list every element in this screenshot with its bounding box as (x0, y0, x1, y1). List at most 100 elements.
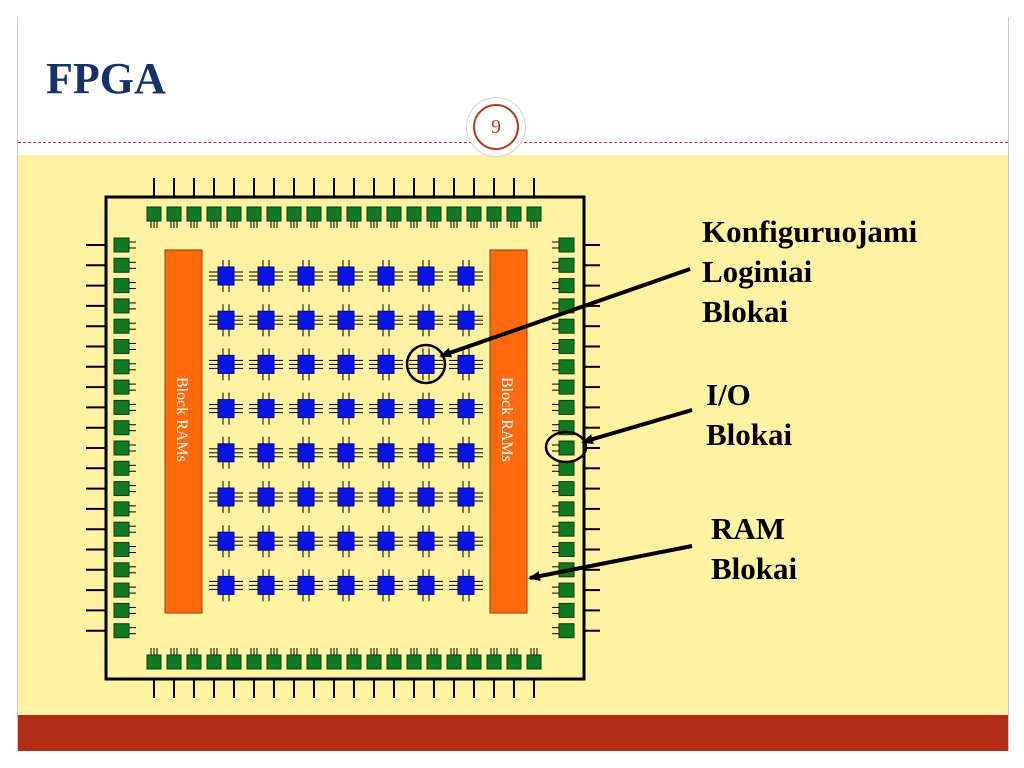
logic-block (217, 531, 235, 551)
logic-block (297, 575, 315, 595)
io-block-top (386, 206, 402, 222)
io-block-top (406, 206, 422, 222)
io-block-top (146, 206, 162, 222)
logic-block (417, 443, 435, 463)
io-block-top (246, 206, 262, 222)
io-block-top (506, 206, 522, 222)
logic-block (257, 531, 275, 551)
block-ram-left (164, 249, 203, 614)
io-block-bottom (466, 654, 482, 670)
io-block-right (558, 257, 575, 273)
logic-block (457, 310, 475, 330)
ram-label-line-2: Blokai (711, 551, 798, 586)
io-label-line-1: I/O (706, 377, 751, 412)
io-block-left (113, 602, 130, 618)
logic-block (337, 399, 355, 419)
logic-block (257, 443, 275, 463)
io-block-top (446, 206, 462, 222)
logic-block (217, 310, 235, 330)
io-block-left (113, 318, 130, 334)
io-block-left (113, 298, 130, 314)
io-block-top (486, 206, 502, 222)
logic-block (457, 443, 475, 463)
io-highlight-circle (544, 430, 588, 464)
io-block-left (113, 440, 130, 456)
block-ram-right-label: Block RAMs (498, 377, 515, 462)
footer-bar (18, 715, 1008, 751)
io-block-top (206, 206, 222, 222)
logic-block (297, 487, 315, 507)
logic-block (377, 399, 395, 419)
logic-block (297, 399, 315, 419)
io-block-right (558, 602, 575, 618)
io-block-top (166, 206, 182, 222)
ram-label-line-1: RAM (711, 511, 786, 546)
logic-block (217, 399, 235, 419)
io-block-left (113, 460, 130, 476)
io-block-top (266, 206, 282, 222)
io-block-right (558, 582, 575, 598)
logic-block (377, 575, 395, 595)
io-block-right (558, 521, 575, 537)
logic-block (337, 487, 355, 507)
io-block-right (558, 278, 575, 294)
logic-block (417, 399, 435, 419)
io-block-right (558, 481, 575, 497)
logic-block (417, 487, 435, 507)
logic-block (417, 531, 435, 551)
logic-block (377, 531, 395, 551)
io-block-bottom (426, 654, 442, 670)
logic-block (457, 575, 475, 595)
logic-block (457, 354, 475, 374)
logic-block (417, 266, 435, 286)
logic-block (217, 266, 235, 286)
io-block-bottom (166, 654, 182, 670)
io-block-top (326, 206, 342, 222)
logic-block (417, 575, 435, 595)
io-block-right (558, 399, 575, 415)
io-block-bottom (246, 654, 262, 670)
io-block-right (558, 359, 575, 375)
io-block-left (113, 379, 130, 395)
io-block-top (346, 206, 362, 222)
logic-block (377, 487, 395, 507)
logic-block (297, 354, 315, 374)
page-number-badge: 9 (467, 98, 525, 156)
io-block-bottom (286, 654, 302, 670)
io-block-top (186, 206, 202, 222)
logic-block (337, 575, 355, 595)
clb-highlight-circle (405, 343, 447, 385)
io-block-top (286, 206, 302, 222)
logic-block (337, 443, 355, 463)
io-block-left (113, 420, 130, 436)
io-block-top (526, 206, 542, 222)
logic-block (297, 443, 315, 463)
io-arrow (581, 408, 693, 444)
io-block-right (558, 460, 575, 476)
logic-block (457, 399, 475, 419)
io-block-top (306, 206, 322, 222)
io-block-bottom (366, 654, 382, 670)
clb-label: Konfiguruojami Loginiai Blokai (702, 212, 917, 332)
io-block-left (113, 278, 130, 294)
logic-block (257, 399, 275, 419)
logic-block (257, 575, 275, 595)
logic-block (377, 266, 395, 286)
logic-block (417, 310, 435, 330)
io-block-left (113, 257, 130, 273)
logic-block (257, 266, 275, 286)
slide-title: FPGA (46, 54, 166, 103)
io-block-bottom (346, 654, 362, 670)
io-block-right (558, 542, 575, 557)
io-block-left (113, 562, 130, 578)
io-block-bottom (486, 654, 502, 670)
logic-block (257, 487, 275, 507)
logic-block (377, 443, 395, 463)
io-block-left (113, 339, 130, 354)
io-label: I/O Blokai (706, 375, 792, 455)
logic-block (217, 443, 235, 463)
clb-label-line-2: Loginiai (702, 254, 813, 289)
page-number: 9 (473, 104, 519, 150)
logic-block (457, 266, 475, 286)
